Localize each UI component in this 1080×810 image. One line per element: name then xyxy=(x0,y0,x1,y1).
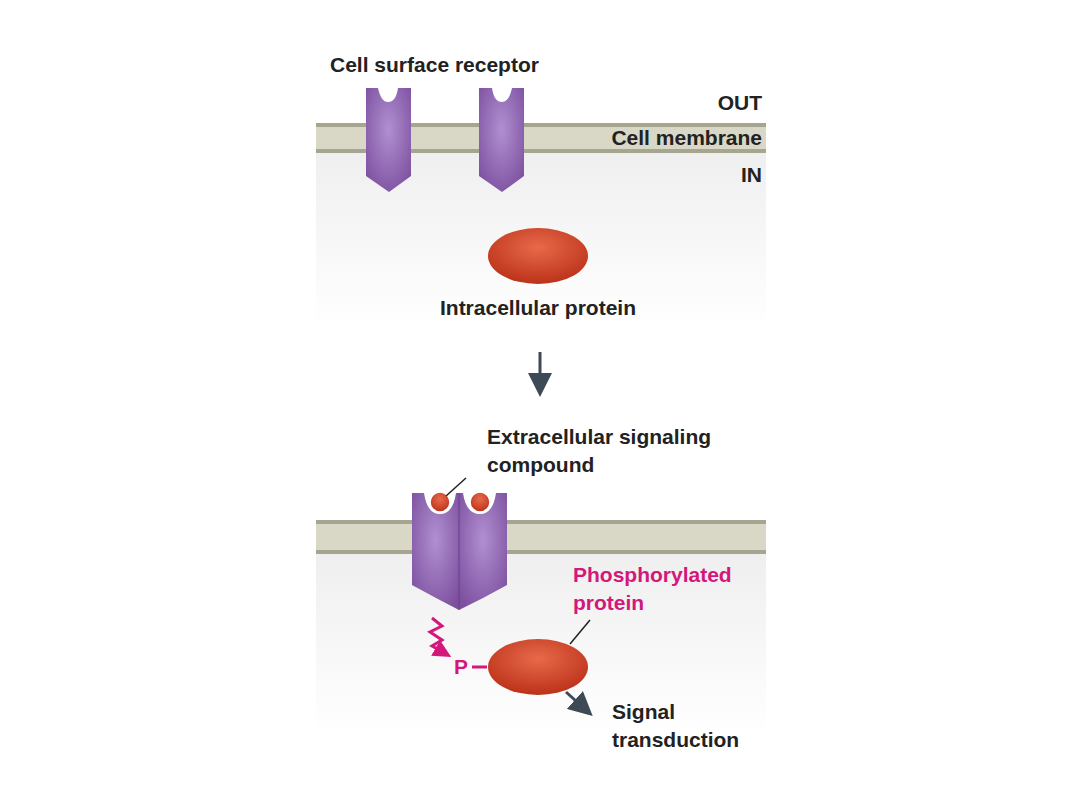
protein xyxy=(488,228,588,284)
protein xyxy=(488,639,588,695)
signal-arrow xyxy=(566,692,586,710)
receptor-label: Cell surface receptor xyxy=(330,51,539,79)
phosphate-bond xyxy=(472,666,487,669)
signal-label: Signal transduction xyxy=(612,698,772,754)
leader-line xyxy=(446,478,466,496)
step-arrow xyxy=(539,352,542,388)
panel xyxy=(316,85,766,330)
side-label: OUT xyxy=(718,89,762,117)
side-label: IN xyxy=(741,161,762,189)
phosphorylation-arrow xyxy=(430,618,446,654)
leader-line xyxy=(570,620,590,644)
ligand xyxy=(470,492,490,512)
ligand-label: Extracellular signaling compound xyxy=(487,423,767,479)
receptor xyxy=(459,493,507,610)
panel xyxy=(316,490,766,735)
protein-label: Intracellular protein xyxy=(440,294,636,322)
membrane-label: Cell membrane xyxy=(611,124,762,152)
receptor xyxy=(412,493,459,610)
receptor xyxy=(366,88,411,192)
receptor xyxy=(479,88,524,192)
membrane-band: Cell membrane xyxy=(316,123,766,153)
membrane xyxy=(316,520,766,554)
phospho-label: Phosphorylated protein xyxy=(573,561,773,617)
phosphate-label: P xyxy=(454,653,468,681)
